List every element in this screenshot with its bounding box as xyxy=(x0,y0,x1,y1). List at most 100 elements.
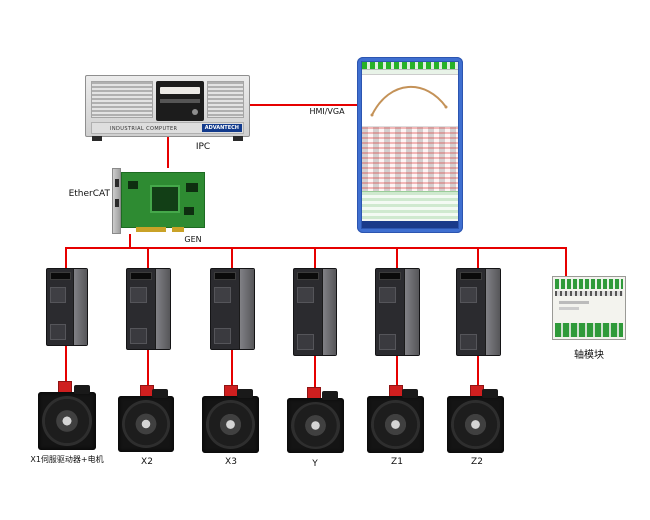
motor-cable xyxy=(74,385,90,394)
motor-cable xyxy=(237,389,253,398)
cd-drive xyxy=(160,87,200,94)
hmi-status-bar xyxy=(362,221,458,228)
ipc-front-text: INDUSTRIAL COMPUTER xyxy=(110,126,178,132)
motor-cable xyxy=(482,389,498,398)
drive-motor-line xyxy=(314,356,316,387)
motor-face xyxy=(206,400,255,449)
axis-module xyxy=(552,276,626,340)
ethercat-port xyxy=(115,179,119,187)
axis-group-label: Z1 xyxy=(391,457,403,467)
terminal-row-bottom xyxy=(555,323,623,337)
servo-drive xyxy=(126,268,171,350)
drive-connector xyxy=(50,324,66,340)
drive-motor-line xyxy=(477,356,479,385)
front-strip: INDUSTRIAL COMPUTER ADVANTECH xyxy=(91,122,244,134)
drive-connector xyxy=(379,287,397,303)
ethercat-bus-line xyxy=(65,247,567,249)
drive-connector xyxy=(130,328,148,344)
card-bracket xyxy=(112,168,121,234)
drive-heatsink xyxy=(239,269,254,349)
hmi-status-table xyxy=(362,191,458,219)
drive-display xyxy=(297,272,319,280)
bus-drop-line xyxy=(147,249,149,268)
drive-bay-panel xyxy=(156,81,204,121)
servo-motor xyxy=(367,389,424,453)
motor-cable xyxy=(402,389,418,398)
terminal-row-top xyxy=(555,279,623,289)
drive-connector xyxy=(460,334,478,350)
servo-drive xyxy=(46,268,88,346)
servo-motor xyxy=(38,385,96,450)
hmi-screen xyxy=(361,61,459,229)
trajectory-curve xyxy=(370,85,448,117)
servo-motor xyxy=(447,389,504,453)
drive-connector xyxy=(214,328,232,344)
drive-motor-line xyxy=(65,346,67,381)
drive-heatsink xyxy=(155,269,170,349)
servo-drive xyxy=(456,268,501,356)
ethercat-port xyxy=(115,199,119,207)
drive-heatsink xyxy=(404,269,419,355)
bus-drop-line xyxy=(314,249,316,268)
drive-display xyxy=(130,272,153,280)
axis-group-label: X1伺服驱动器+电机 xyxy=(30,455,104,464)
axis-group-label: Z2 xyxy=(471,457,483,467)
servo-motor xyxy=(202,389,259,453)
motor-face xyxy=(122,400,170,448)
hmi-link-label: HMI/VGA xyxy=(309,107,345,116)
power-button xyxy=(192,109,198,115)
servo-motor xyxy=(118,389,174,452)
drive-connector xyxy=(50,287,66,303)
drive-display xyxy=(379,272,402,280)
bus-drop-line xyxy=(477,249,479,268)
module-marking xyxy=(559,301,589,304)
drive-heatsink xyxy=(485,269,500,355)
bus-drop-line xyxy=(565,249,567,276)
drive-connector xyxy=(297,334,314,350)
drive-motor-line xyxy=(231,350,233,385)
hmi-subtoolbar xyxy=(362,70,458,75)
drive-display xyxy=(50,272,71,280)
ipc-label: IPC xyxy=(195,142,211,152)
motor-face xyxy=(451,400,500,449)
hmi-trajectory-plot xyxy=(362,75,458,127)
card-caption: GEN xyxy=(184,235,202,244)
bus-drop-line xyxy=(231,249,233,268)
drive-connector xyxy=(297,287,314,303)
motor-cable xyxy=(322,391,338,400)
motor-face xyxy=(371,400,420,449)
ipc-to-card-line xyxy=(167,137,169,168)
drive-display xyxy=(214,272,237,280)
servo-drive xyxy=(210,268,255,350)
ethercat-label: EtherCAT xyxy=(68,189,110,199)
vent-grille xyxy=(91,81,153,118)
motor-cable xyxy=(152,389,168,398)
drive-connector xyxy=(214,287,232,303)
small-chip xyxy=(184,207,194,215)
motor-face xyxy=(42,396,92,446)
hmi-data-rows xyxy=(362,127,458,191)
drive-connector xyxy=(130,287,148,303)
axis-group-label: X3 xyxy=(225,457,237,467)
module-marking xyxy=(559,307,579,310)
drive-motor-line xyxy=(396,356,398,385)
axis-module-label: 轴模块 xyxy=(574,350,604,361)
drive-heatsink xyxy=(321,269,336,355)
chassis-foot xyxy=(233,136,243,141)
bus-drop-line xyxy=(65,249,67,268)
servo-motor xyxy=(287,391,344,453)
hmi-monitor xyxy=(357,57,463,233)
bus-drop-line xyxy=(396,249,398,268)
servo-drive xyxy=(293,268,337,356)
chassis-foot xyxy=(92,136,102,141)
card-to-bus-line xyxy=(129,234,131,248)
drive-heatsink xyxy=(73,269,87,345)
pcie-edge-connector xyxy=(136,227,166,232)
hmi-toolbar xyxy=(362,62,458,70)
floppy-slot xyxy=(160,99,200,103)
ipc-chassis: INDUSTRIAL COMPUTER ADVANTECH xyxy=(85,75,250,141)
servo-drive xyxy=(375,268,420,356)
motor-face xyxy=(291,402,340,449)
drive-connector xyxy=(460,287,478,303)
